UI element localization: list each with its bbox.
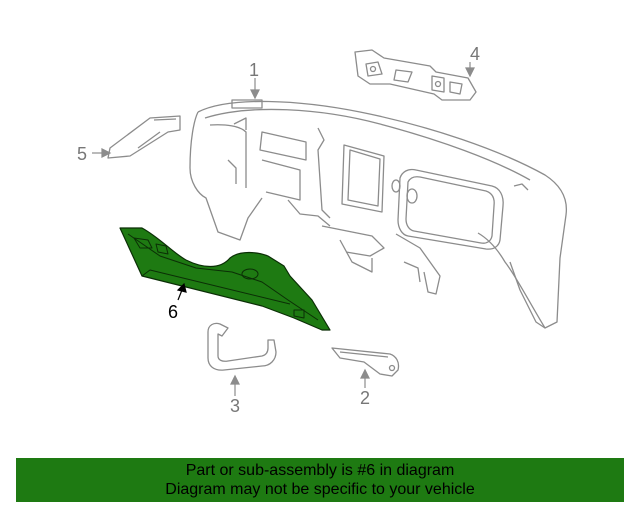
arrowhead-2: [360, 368, 370, 379]
banner-line-2: Diagram may not be specific to your vehi…: [165, 481, 475, 498]
leader-line-6: [177, 289, 183, 301]
callout-1: 1: [249, 60, 259, 80]
arrowhead-3: [230, 374, 240, 385]
brace-part[interactable]: [107, 115, 181, 159]
parts-diagram: 1 4 5 6 3 2: [77, 44, 568, 416]
arrowhead-4: [465, 67, 475, 78]
callout-4: 4: [470, 44, 480, 64]
callout-5: 5: [77, 144, 87, 164]
arrowhead-5: [101, 148, 112, 158]
callout-3: 3: [230, 396, 240, 416]
info-banner: Part or sub-assembly is #6 in diagram Di…: [16, 458, 624, 502]
banner-line-1: Part or sub-assembly is #6 in diagram: [185, 462, 455, 479]
handle-part[interactable]: [207, 322, 277, 371]
instrument-panel-part[interactable]: [189, 99, 568, 329]
leader-line-6-group: [176, 282, 187, 301]
arrowhead-6: [176, 282, 187, 293]
callout-6: 6: [168, 302, 178, 322]
highlighted-panel-part-6[interactable]: [119, 227, 331, 331]
cover-part[interactable]: [331, 347, 400, 377]
bracket-part[interactable]: [354, 49, 477, 101]
callout-2: 2: [360, 388, 370, 408]
arrowhead-1: [250, 89, 260, 100]
leader-lines: [92, 62, 475, 396]
